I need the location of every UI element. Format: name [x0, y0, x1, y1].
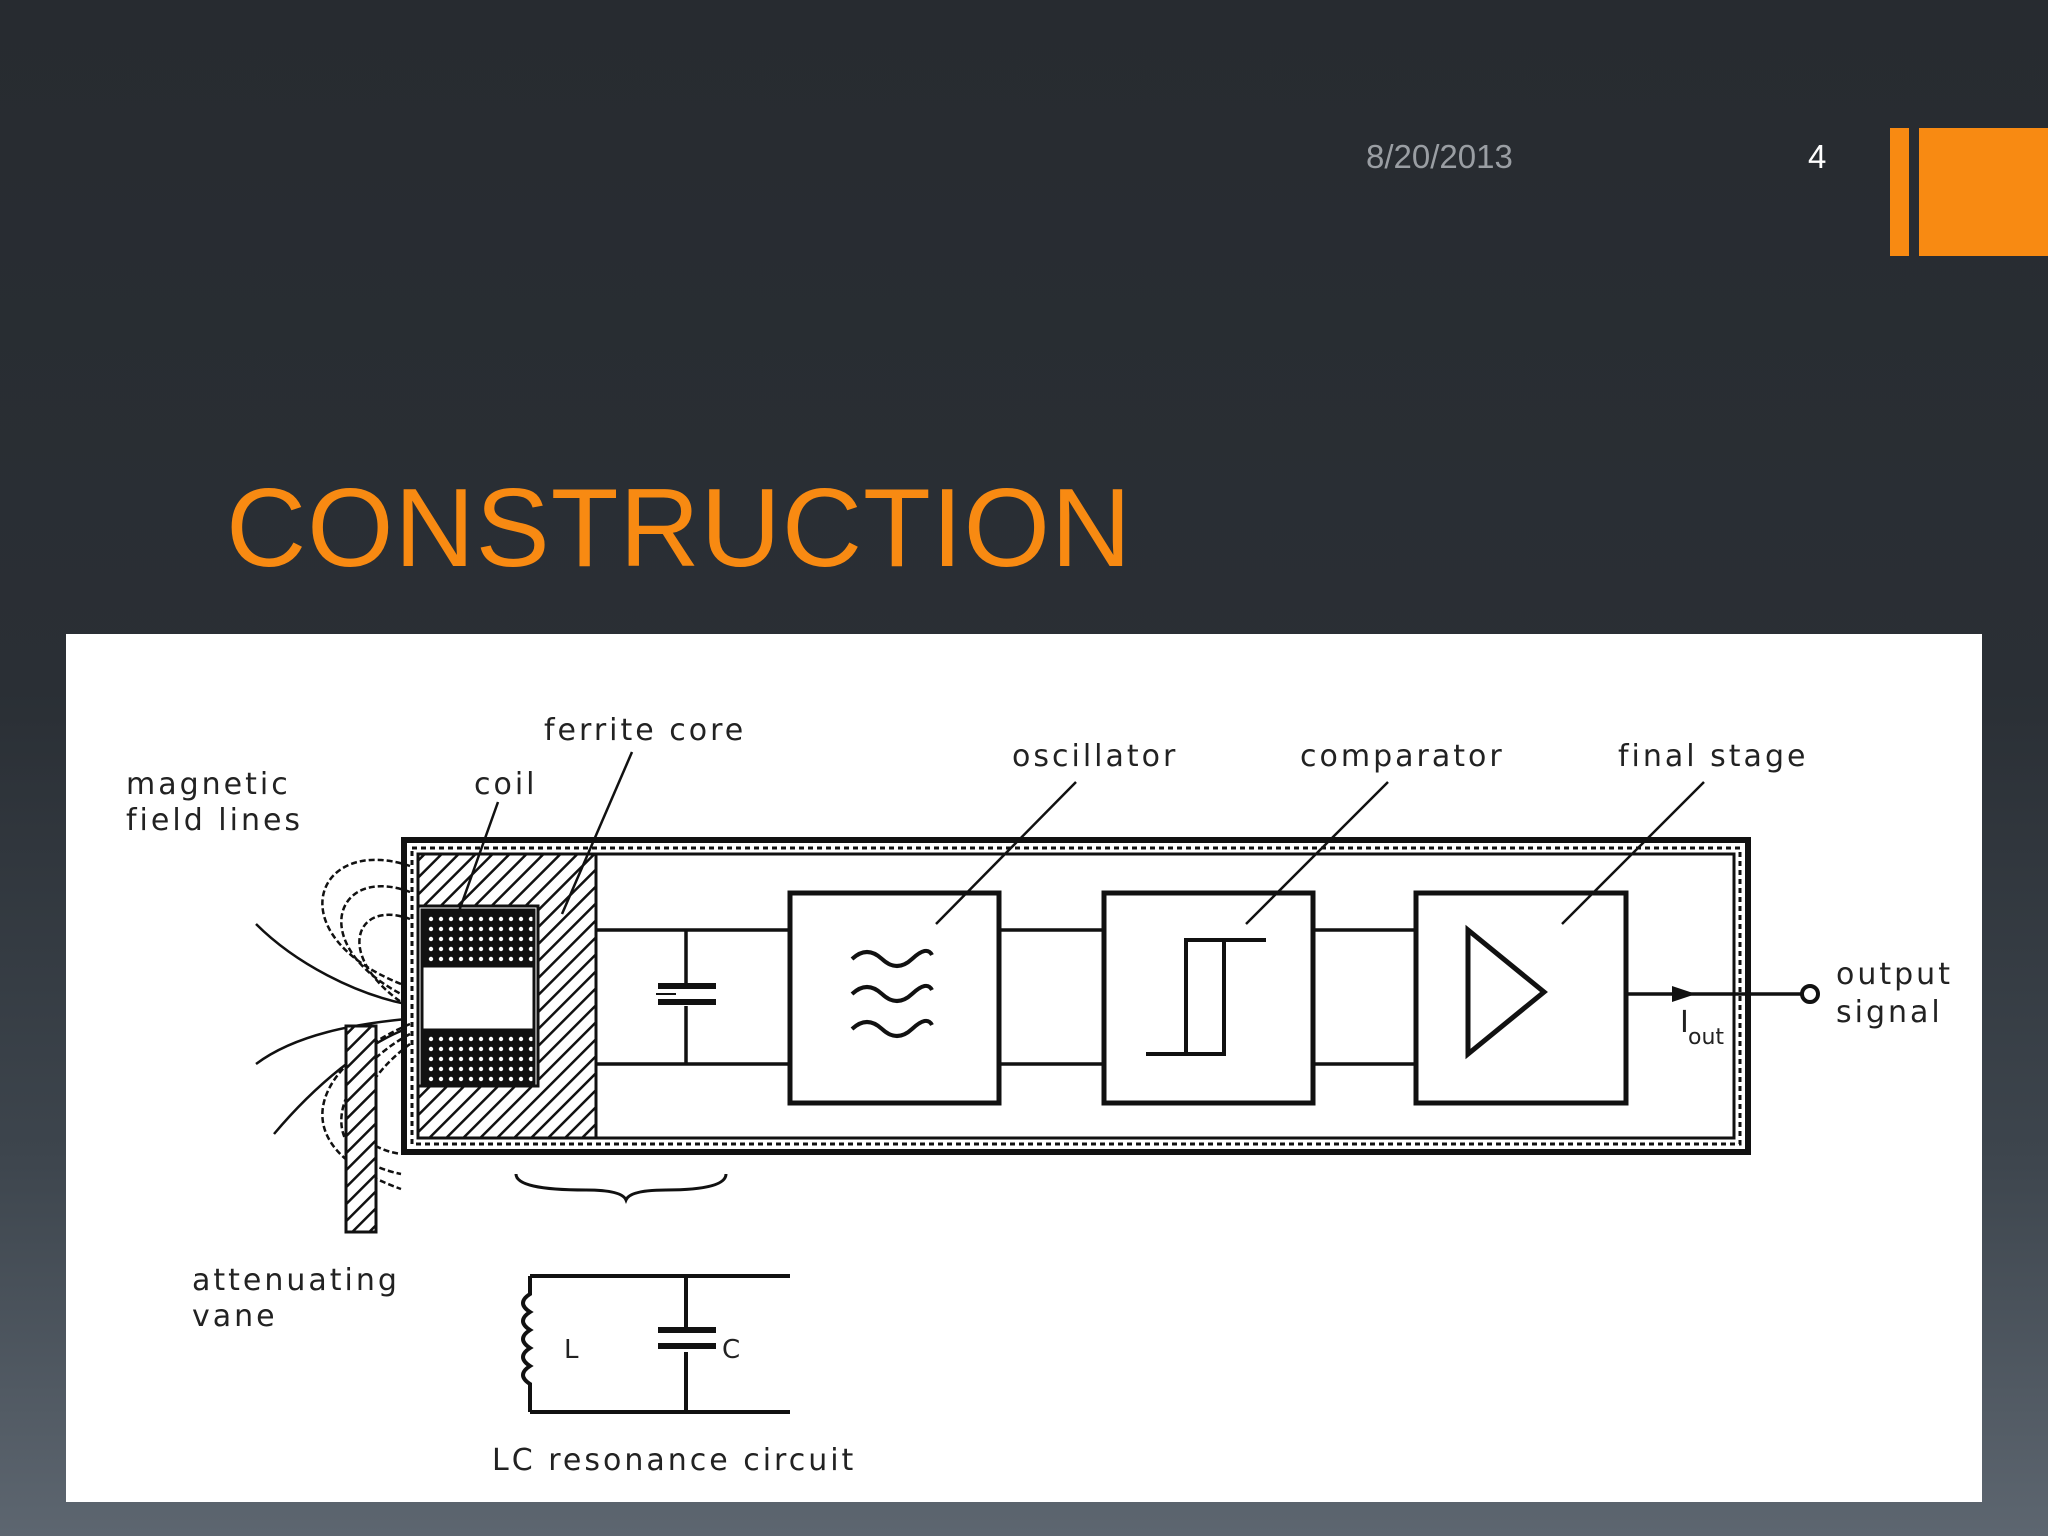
current-arrow [1672, 986, 1696, 1002]
slide-date: 8/20/2013 [1366, 138, 1513, 175]
slide-number: 4 [1808, 138, 1827, 175]
circuit-wires [596, 928, 1804, 1066]
label-inductor: L [564, 1335, 582, 1365]
comparator-block [1101, 890, 1316, 1106]
label-ferrite-core: ferrite core [544, 713, 746, 748]
label-iout-sub: out [1688, 1025, 1724, 1050]
label-magnetic: magnetic [126, 767, 291, 802]
diagram-svg: magnetic field lines coil ferrite core o… [126, 713, 1953, 1478]
accent-bar-thin [1890, 128, 1909, 256]
construction-diagram: magnetic field lines coil ferrite core o… [66, 634, 1982, 1502]
label-field-lines: field lines [126, 803, 303, 838]
slide-title: CONSTRUCTION [226, 466, 1133, 590]
label-comparator: comparator [1300, 739, 1505, 774]
label-lc-circuit: LC resonance circuit [492, 1443, 856, 1478]
coil [420, 908, 536, 1086]
lc-brace [514, 1173, 728, 1205]
magnetic-field-lines [255, 858, 411, 1191]
label-final-stage: final stage [1618, 739, 1808, 774]
leader-lines [456, 751, 1705, 925]
label-iout: I [1680, 1005, 1689, 1040]
label-attenuating: attenuating [192, 1263, 400, 1298]
label-capacitor: C [722, 1335, 743, 1365]
label-vane: vane [192, 1299, 278, 1334]
lc-resonance-circuit [521, 1274, 790, 1414]
attenuating-vane [344, 1024, 378, 1234]
label-output: output [1836, 957, 1953, 992]
label-oscillator: oscillator [1012, 739, 1178, 774]
output-terminal [1800, 984, 1820, 1004]
oscillator-block [787, 890, 1002, 1106]
accent-bar-block [1919, 128, 2048, 256]
final-stage-block [1413, 890, 1629, 1106]
label-signal: signal [1836, 995, 1943, 1030]
label-coil: coil [474, 767, 538, 802]
